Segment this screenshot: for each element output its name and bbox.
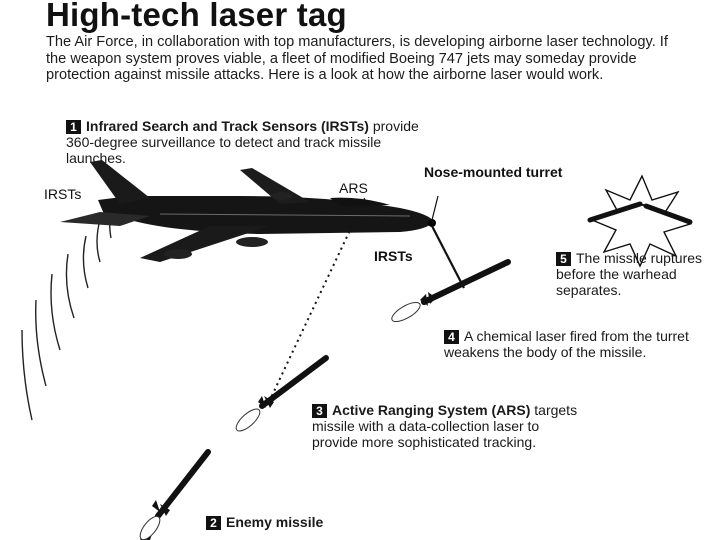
missile-stage-2-icon: [137, 452, 208, 540]
step-5-text: The missile ruptures before the warhead …: [556, 250, 702, 298]
missile-stage-4-icon: [389, 262, 508, 325]
boeing-747-icon: [60, 160, 436, 262]
ars-tracking-beam: [268, 226, 352, 404]
step-2-caption: 2 Enemy missile: [206, 514, 406, 530]
step-2-heading: Enemy missile: [226, 514, 323, 530]
step-1-number: 1: [66, 120, 81, 134]
step-3-heading: Active Ranging System (ARS): [332, 402, 530, 418]
chemical-laser-beam: [432, 226, 464, 288]
step-4-number: 4: [444, 330, 459, 344]
step-1-heading: Infrared Search and Track Sensors (IRSTs…: [86, 118, 369, 134]
nose-turret-label: Nose-mounted turret: [424, 164, 584, 180]
step-4-text: A chemical laser fired from the turret w…: [444, 328, 689, 360]
step-2-number: 2: [206, 516, 221, 530]
step-5-number: 5: [556, 252, 571, 266]
step-3-number: 3: [312, 404, 327, 418]
irsts-right-label: IRSTs: [374, 248, 413, 264]
ars-label: ARS: [339, 180, 368, 196]
step-1-caption: 1 Infrared Search and Track Sensors (IRST…: [66, 118, 436, 166]
sensor-waves: [22, 208, 112, 420]
irsts-left-label: IRSTs: [44, 186, 81, 202]
